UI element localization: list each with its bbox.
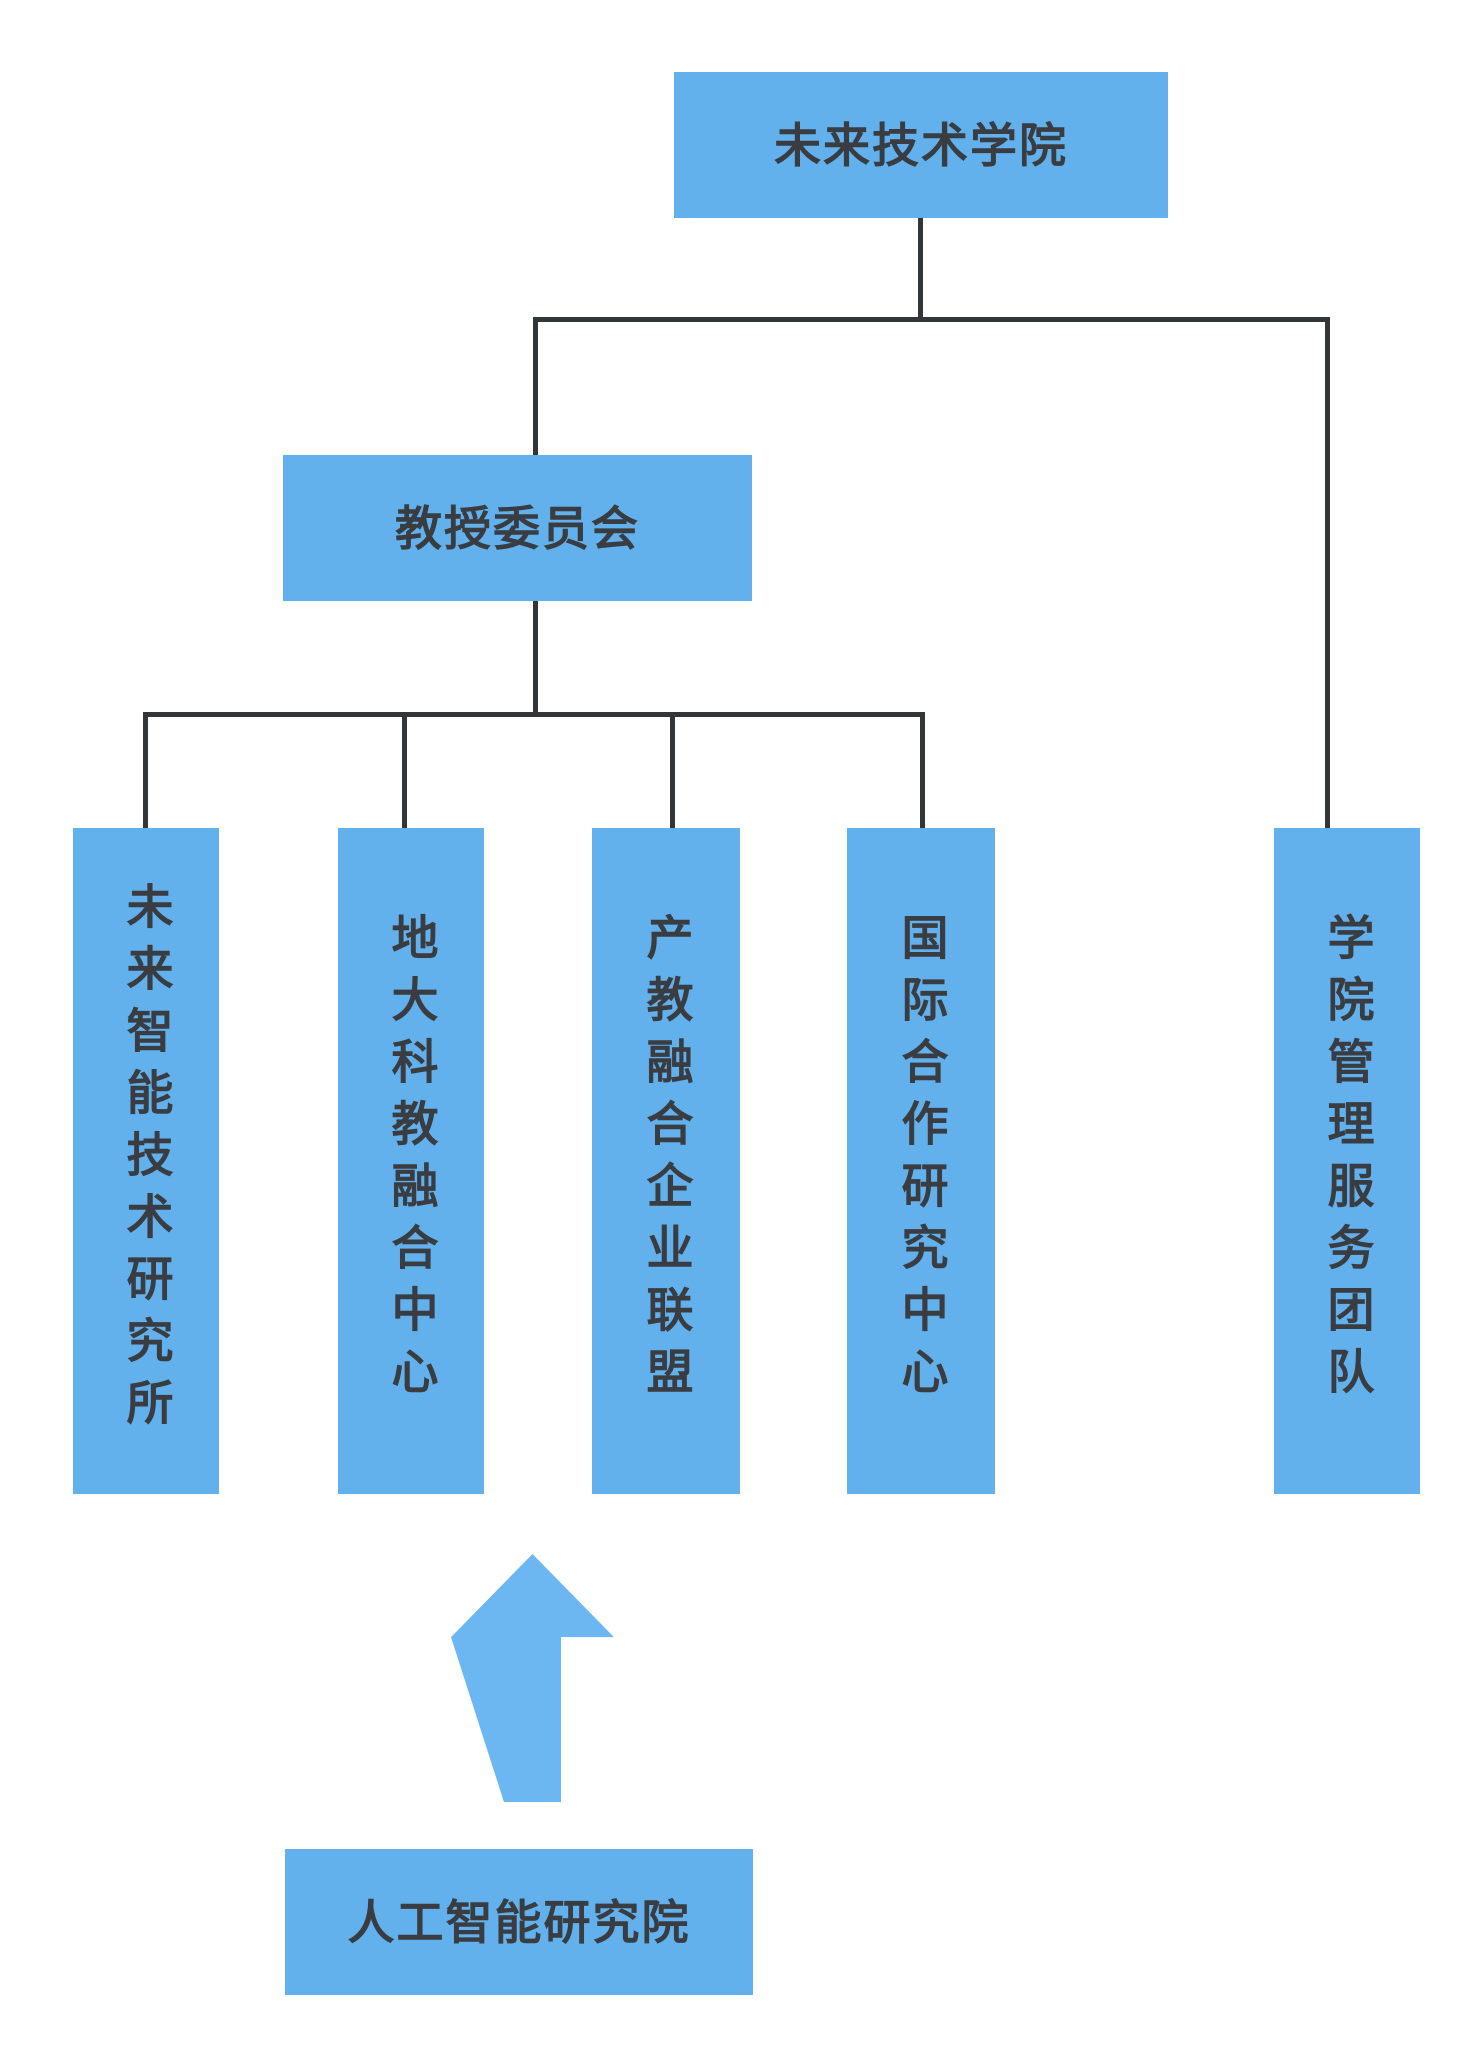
node-industry-education-enterprise-alliance: 产教融合企业联盟 [592, 828, 740, 1494]
node-label: 人工智能研究院 [347, 1895, 691, 1949]
node-international-cooperation-research-center: 国际合作研究中心 [847, 828, 995, 1494]
node-professor-committee: 教授委员会 [283, 455, 752, 601]
node-didá-science-education-fusion-center: 地大科教融合中心 [338, 828, 484, 1494]
connector-rail-level2 [143, 712, 925, 717]
node-label: 国际合作研究中心 [894, 913, 948, 1409]
node-label: 教授委员会 [395, 501, 640, 555]
connector-drop-dept4 [920, 712, 925, 828]
node-label: 学院管理服务团队 [1320, 913, 1374, 1409]
node-label: 未来智能技术研究所 [119, 882, 173, 1440]
connector-drop-dept5 [1325, 317, 1330, 828]
node-future-intelligent-tech-institute: 未来智能技术研究所 [73, 828, 219, 1494]
connector-drop-dept3 [670, 712, 675, 828]
connector-committee-stem [533, 601, 538, 717]
connector-drop-dept1 [143, 712, 148, 828]
node-college-management-service-team: 学院管理服务团队 [1274, 828, 1420, 1494]
connector-drop-dept2 [402, 712, 407, 828]
node-label: 未来技术学院 [774, 118, 1068, 172]
node-label: 产教融合企业联盟 [639, 913, 693, 1409]
up-arrow-icon [451, 1554, 614, 1802]
node-future-technology-college: 未来技术学院 [674, 72, 1168, 218]
node-label: 地大科教融合中心 [384, 913, 438, 1409]
connector-rail-level1 [533, 317, 1330, 322]
connector-drop-committee [533, 317, 538, 455]
connector-root-stem [918, 218, 923, 322]
node-ai-research-institute: 人工智能研究院 [285, 1849, 753, 1995]
